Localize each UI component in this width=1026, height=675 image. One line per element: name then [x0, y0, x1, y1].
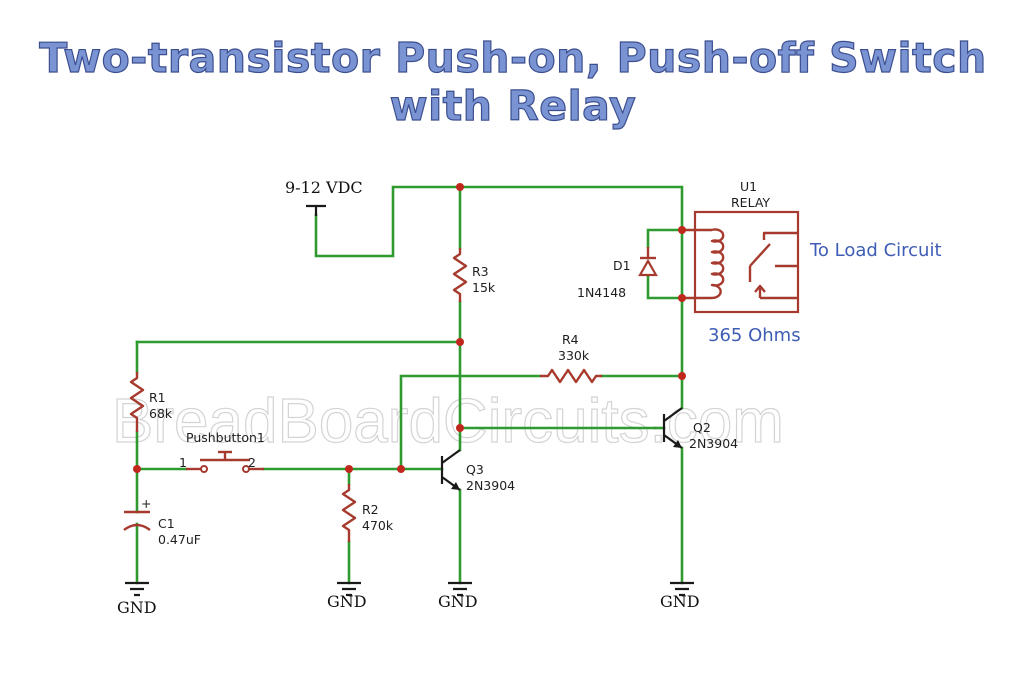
diode-d1: [638, 247, 658, 277]
d1-value: 1N4148: [577, 285, 626, 300]
watermark: BreadBoardCircuits.com: [112, 387, 784, 456]
diagram-title: Two-transistor Push-on, Push-off Switch …: [39, 33, 987, 130]
capacitor-c1: +: [123, 496, 151, 531]
d1-ref: D1: [613, 258, 631, 273]
resistor-r3: [452, 248, 468, 302]
coil-resistance-label: 365 Ohms: [708, 325, 801, 346]
wire-net: [135, 185, 684, 585]
gnd-label: GND: [117, 598, 157, 617]
relay-value: RELAY: [731, 195, 770, 210]
q2-value: 2N3904: [689, 436, 738, 451]
r1-value: 68k: [149, 406, 173, 421]
ground-symbol-r2: [337, 581, 361, 597]
r4-ref: R4: [562, 332, 579, 347]
q3-value: 2N3904: [466, 478, 515, 493]
supply-terminal: 9-12 VDC: [285, 178, 363, 216]
gnd-label: GND: [660, 592, 700, 611]
r3-ref: R3: [472, 264, 489, 279]
ground-symbol-c1: [125, 581, 149, 597]
resistor-r2: [341, 484, 357, 542]
transistor-q3: [440, 449, 461, 491]
junction-dots: [133, 183, 686, 473]
transistor-q2: [653, 407, 683, 449]
pushbutton-pin-2: 2: [248, 455, 256, 470]
resistor-r4: [540, 368, 602, 384]
pushbutton-pin-1: 1: [179, 455, 187, 470]
ground-symbol-q2: [670, 581, 694, 597]
c1-polarity: +: [141, 496, 151, 511]
relay-ref: U1: [740, 179, 757, 194]
load-circuit-label: To Load Circuit: [809, 240, 942, 261]
gnd-label: GND: [327, 592, 367, 611]
q2-ref: Q2: [693, 420, 711, 435]
ground-symbol-q3: [448, 581, 472, 597]
c1-ref: C1: [158, 516, 175, 531]
r4-value: 330k: [558, 348, 590, 363]
c1-value: 0.47uF: [158, 532, 201, 547]
resistor-r1: [129, 372, 145, 432]
pushbutton-ref: Pushbutton1: [186, 430, 265, 445]
pushbutton-switch[interactable]: [186, 450, 264, 473]
supply-label: 9-12 VDC: [285, 178, 363, 197]
r3-value: 15k: [472, 280, 496, 295]
r2-value: 470k: [362, 518, 394, 533]
q3-ref: Q3: [466, 462, 484, 477]
r1-ref: R1: [149, 390, 166, 405]
gnd-label: GND: [438, 592, 478, 611]
r2-ref: R2: [362, 502, 379, 517]
relay-u1: [682, 210, 800, 314]
